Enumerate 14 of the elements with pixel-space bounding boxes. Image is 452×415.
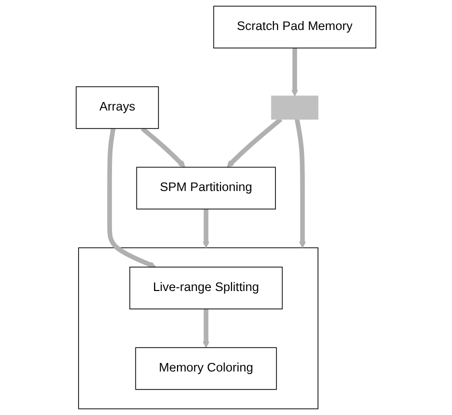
arrow xyxy=(107,128,156,268)
node-box: Arrays xyxy=(76,86,159,129)
arrow xyxy=(202,209,210,248)
cluster xyxy=(78,247,318,410)
node-bar xyxy=(271,96,318,120)
arrow xyxy=(202,308,210,348)
arrow xyxy=(226,117,282,168)
arrow xyxy=(294,118,306,248)
node-box: Memory Coloring xyxy=(135,347,277,390)
node-box: Live-range Splitting xyxy=(129,266,283,310)
node-box: Scratch Pad Memory xyxy=(213,6,376,48)
node-box: SPM Partitioning xyxy=(136,166,276,210)
arrow xyxy=(140,126,186,168)
arrow xyxy=(291,48,298,96)
